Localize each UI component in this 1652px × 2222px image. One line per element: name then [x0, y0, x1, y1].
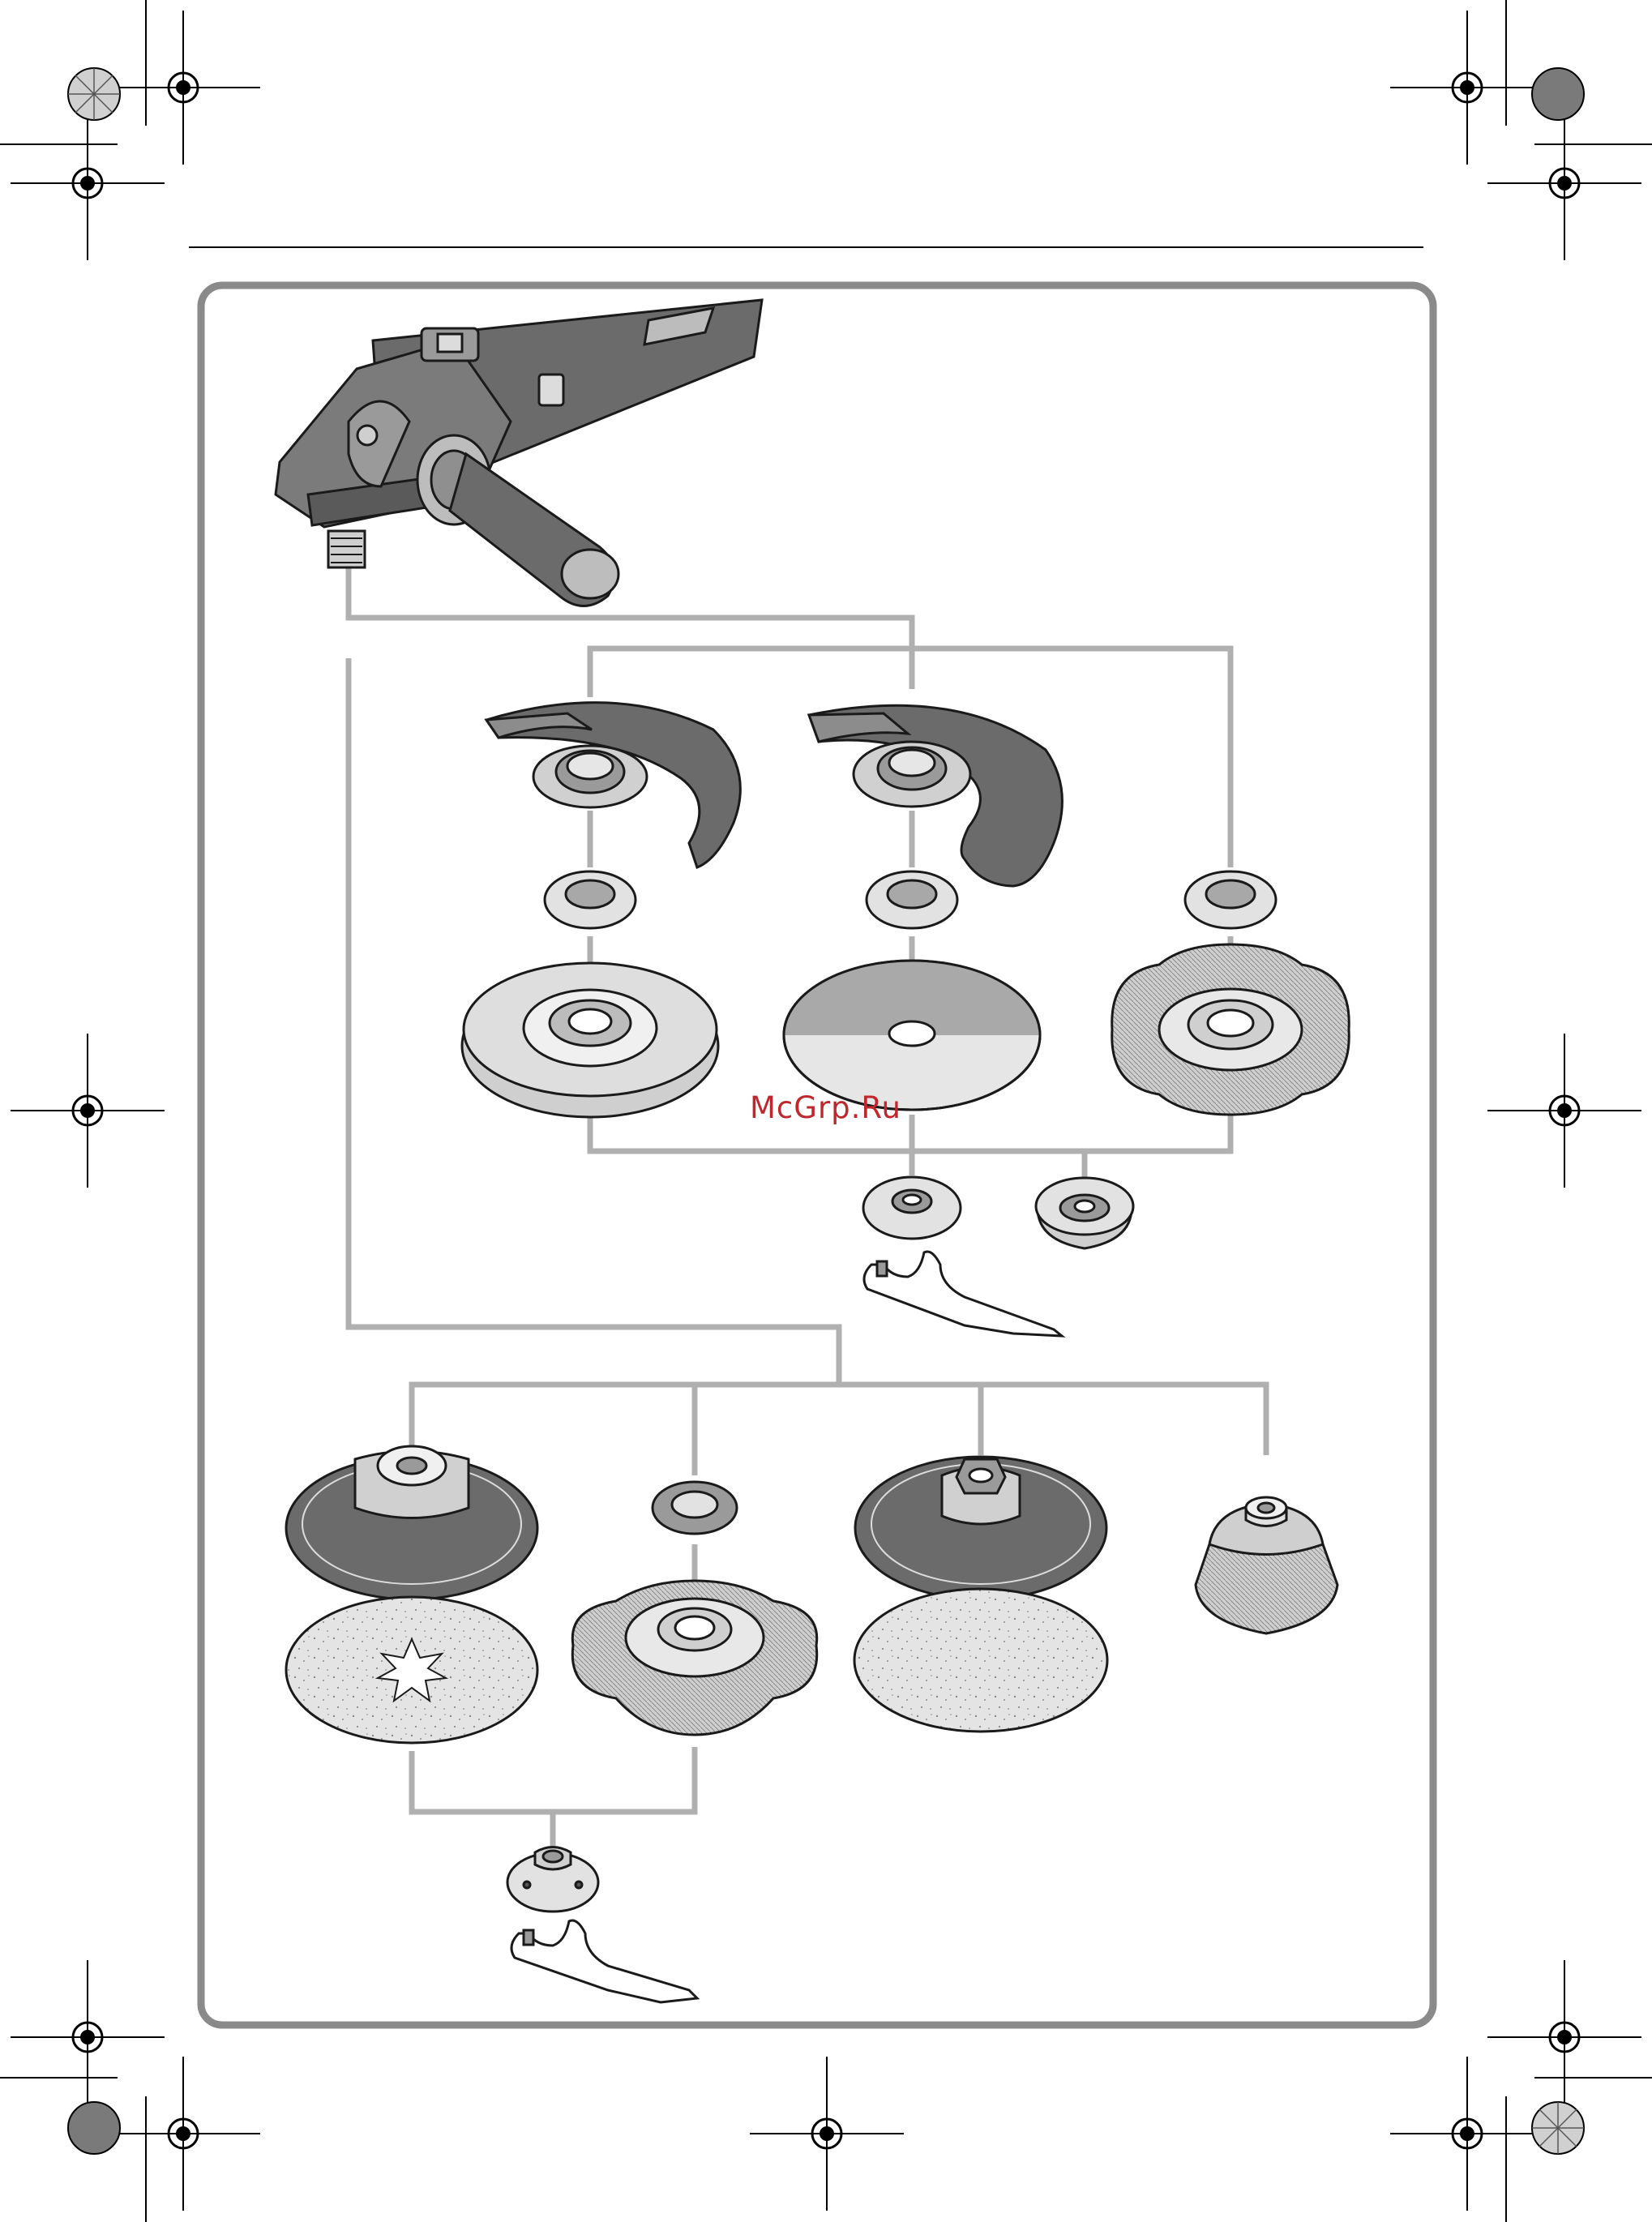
polishing-plate — [855, 1457, 1106, 1599]
diagram-frame — [201, 285, 1433, 2025]
wire-wheel-brush — [1112, 944, 1349, 1115]
grinding-disc — [462, 963, 718, 1117]
sanding-sheet — [286, 1597, 537, 1743]
lambswool-bonnet — [854, 1589, 1107, 1732]
clamping-nut — [863, 1177, 961, 1239]
cutting-disc — [784, 961, 1040, 1110]
watermark-text: McGrp.Ru — [750, 1090, 901, 1125]
